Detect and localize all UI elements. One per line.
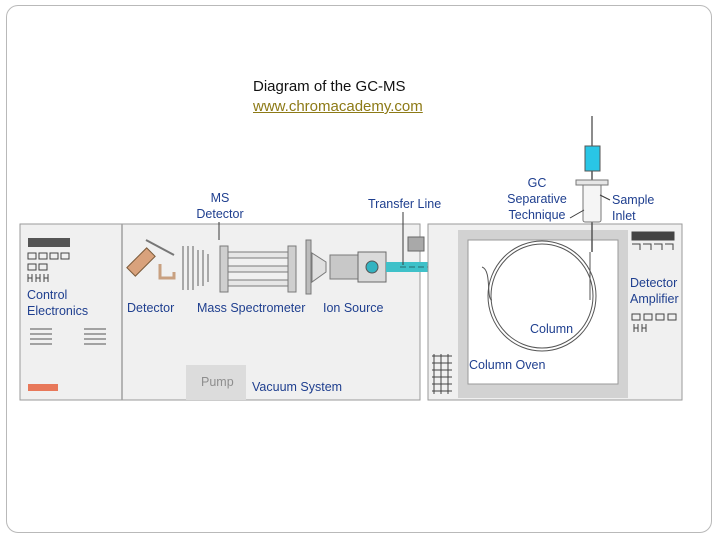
pump-label: Pump: [201, 375, 234, 389]
gc-label-line3: Technique: [508, 208, 566, 222]
oven-controls: [432, 354, 452, 394]
detector-label: Detector: [127, 301, 175, 315]
transfer-line-label: Transfer Line: [368, 197, 442, 211]
detector-amplifier-label-line2: Amplifier: [630, 292, 679, 306]
transfer-connector: [407, 236, 425, 252]
pump-box: [186, 365, 246, 400]
column-oven-label: Column Oven: [469, 358, 546, 372]
gc-label-line2: Separative: [507, 192, 567, 206]
control-display: [28, 238, 70, 247]
gc-label-line1: GC: [527, 176, 547, 190]
syringe-graphic: [575, 116, 609, 252]
ion-source-graphic: [311, 251, 387, 283]
ion-source-label: Ion Source: [323, 301, 384, 315]
source-link[interactable]: www.chromacademy.com: [253, 98, 423, 115]
sample-inlet-label-line2: Inlet: [612, 209, 636, 223]
indicator-light: [28, 384, 58, 391]
control-electronics-label-line1: Control: [27, 288, 68, 302]
detector-amplifier-label-line1: Detector: [630, 276, 678, 290]
ms-detector-label-line2: Detector: [196, 207, 244, 221]
vacuum-system-label: Vacuum System: [252, 380, 343, 394]
quadrupole-graphic: [182, 239, 312, 295]
amplifier-panel: [631, 231, 677, 332]
callout-lines: [218, 194, 611, 265]
control-electronics-label-line2: Electronics: [27, 304, 89, 318]
page-title: Diagram of the GC-MS: [253, 78, 406, 95]
ms-detector-label-line1: MS: [210, 191, 230, 205]
mass-spectrometer-label: Mass Spectrometer: [197, 301, 306, 315]
control-switches: [27, 252, 70, 282]
detector-graphic: [126, 239, 176, 280]
control-vents: [30, 328, 106, 345]
column-coil: [481, 240, 597, 352]
column-label: Column: [530, 322, 574, 336]
sample-inlet-label-line1: Sample: [612, 193, 655, 207]
